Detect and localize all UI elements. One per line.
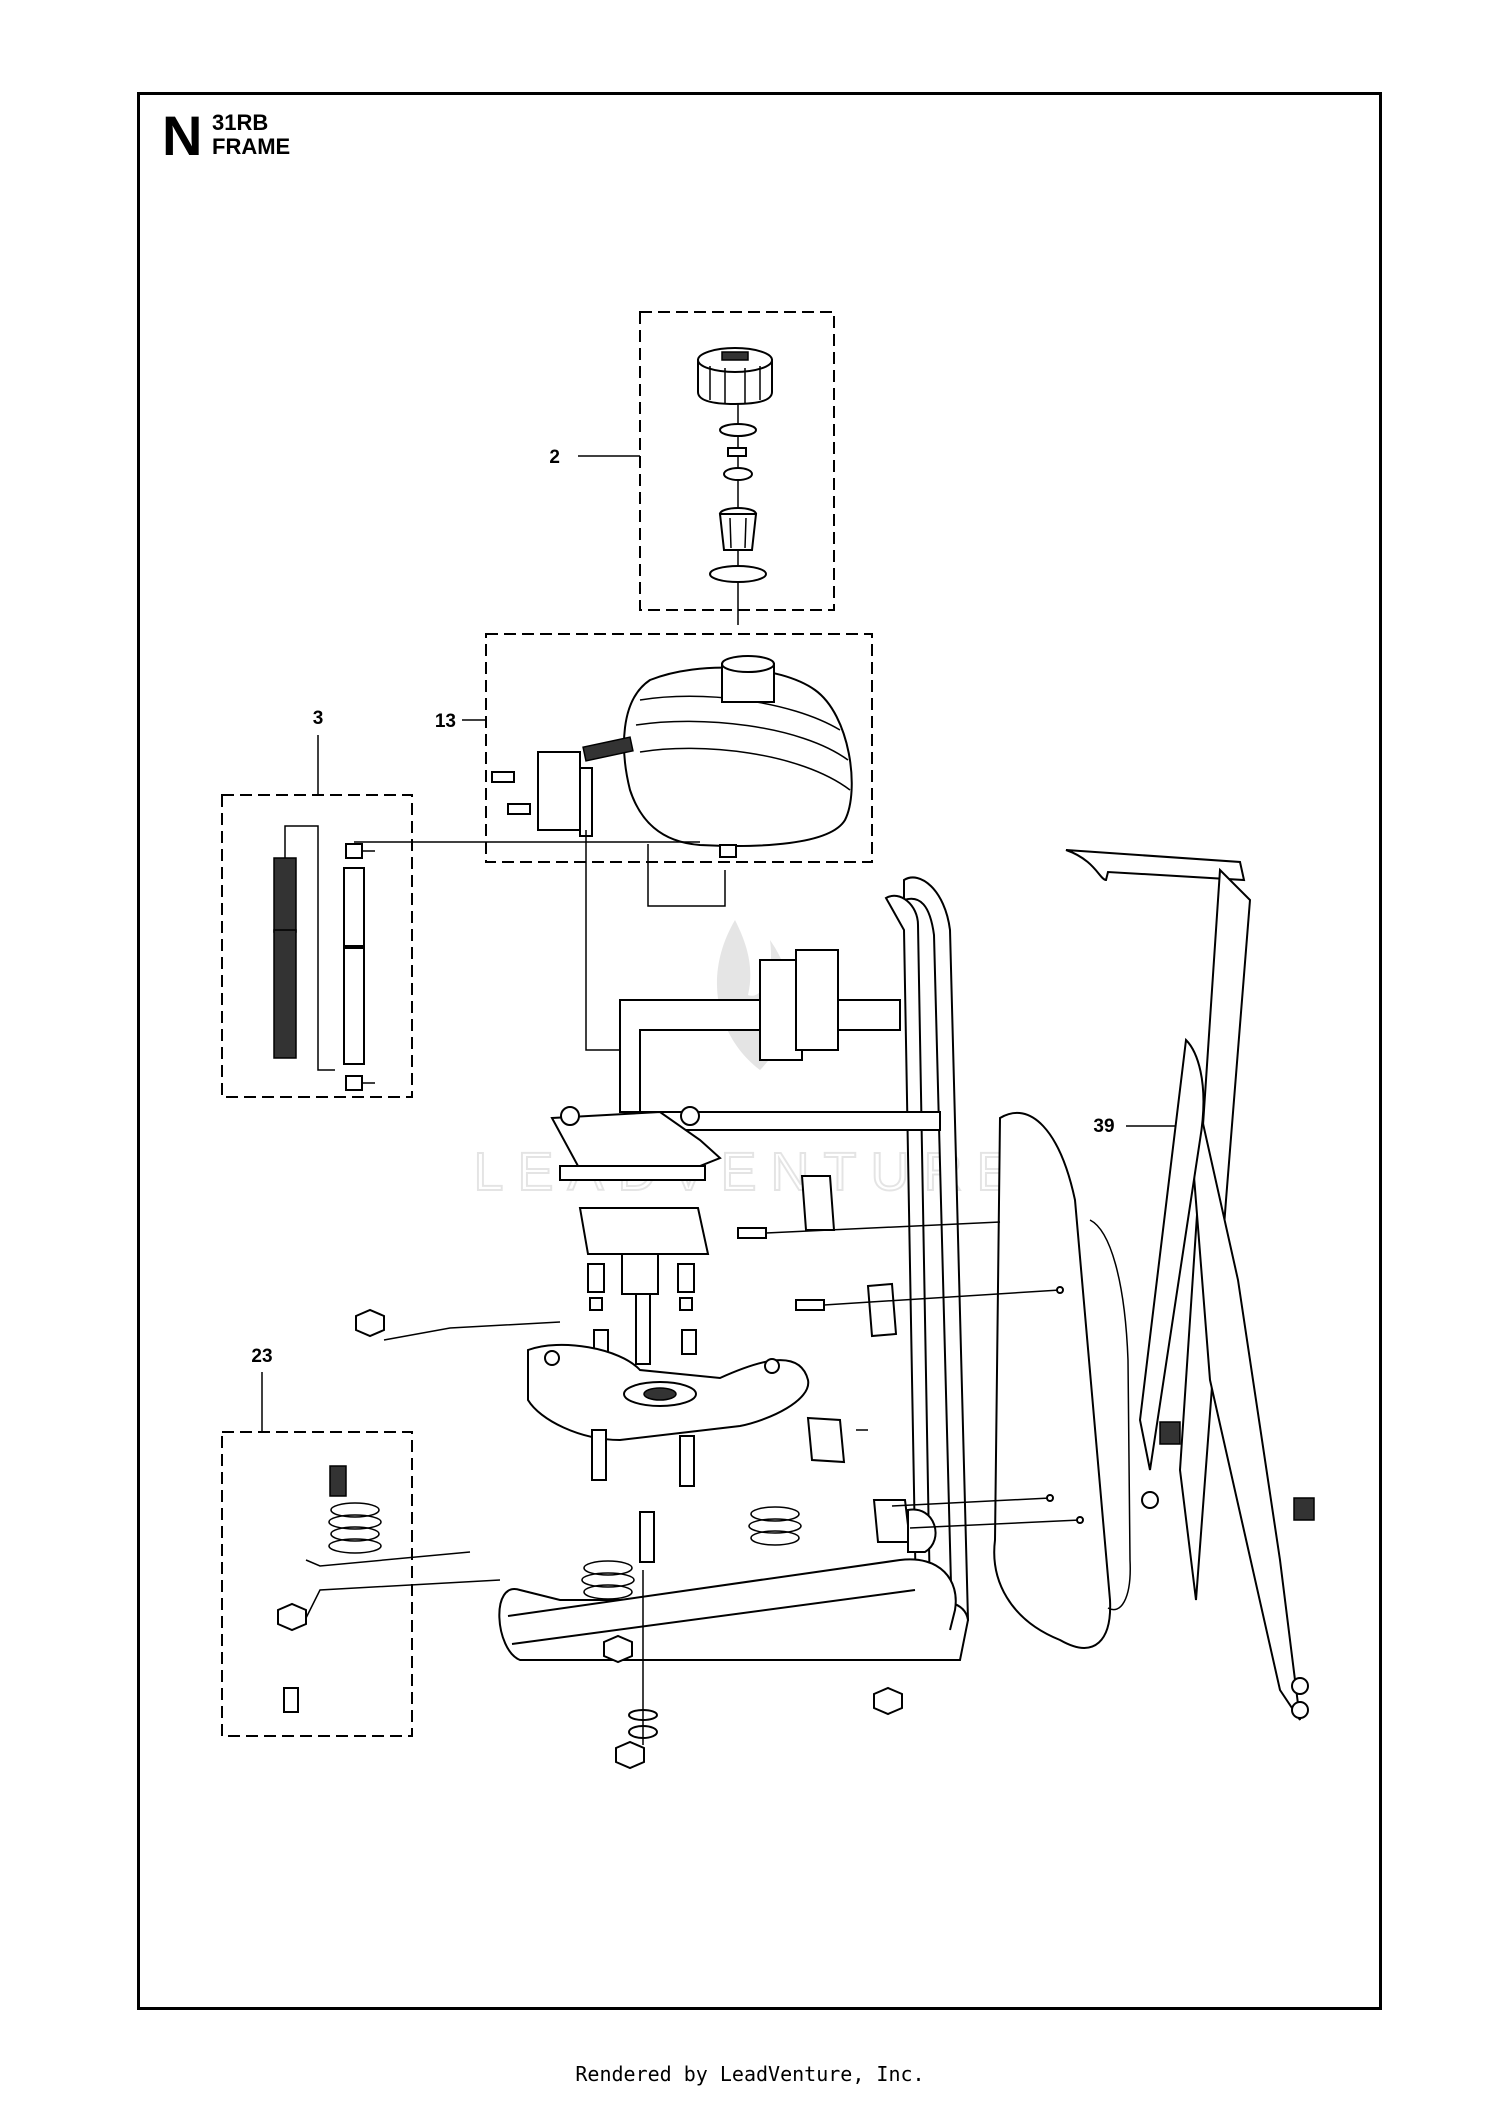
callout-group-3: 13: [435, 633, 873, 863]
callout-group-39: 39: [1065, 849, 1315, 1721]
callout-label-3[interactable]: 13: [435, 711, 456, 732]
callout-group-13: 3: [221, 708, 413, 1098]
damper-rubber: [343, 843, 375, 1091]
tank-seal-ring: [709, 565, 767, 583]
fuel-filter-basket: [718, 507, 758, 551]
group-box-23: [221, 1431, 413, 1737]
damper-spring: [273, 825, 335, 1071]
bolt: [591, 1429, 607, 1481]
callout-label-2[interactable]: 2: [549, 447, 560, 468]
mount-bolts: [587, 1263, 697, 1355]
fuel-cap: [697, 347, 773, 406]
cap-washer: [723, 467, 753, 481]
vibration-plate: [578, 1207, 710, 1365]
group-box-2: [639, 311, 835, 611]
callout-group-2: 2: [549, 311, 835, 625]
bolt: [679, 1435, 695, 1487]
group-box-13: [221, 794, 413, 1098]
callout-group-23: 23: [221, 1346, 413, 1737]
tank-mounting-bracket: [537, 736, 634, 837]
callout-label-39[interactable]: 39: [1093, 1116, 1114, 1137]
cap-clip: [727, 447, 747, 457]
callout-label-13[interactable]: 3: [313, 708, 324, 729]
nut: [277, 1602, 307, 1632]
bolt: [283, 1687, 299, 1713]
engine-mount-plate: [550, 1106, 722, 1181]
section-title: FRAME: [212, 134, 291, 159]
section-letter: N: [162, 104, 203, 167]
swivel-plate: [527, 1343, 810, 1442]
tank-bracket-screw: [507, 803, 531, 815]
tube-clamp: [737, 1175, 937, 1553]
fuel-tank: [623, 655, 853, 858]
footer-credit: Rendered by LeadVenture, Inc.: [575, 2062, 925, 2086]
lower-spring: [328, 1465, 382, 1554]
callout-label-23[interactable]: 23: [251, 1346, 272, 1367]
bolt: [639, 1511, 655, 1563]
suspension-spring: [581, 1506, 802, 1600]
diagram-border: [137, 92, 1382, 2010]
cap-gasket: [719, 423, 757, 437]
model-code: 31RB: [212, 110, 269, 135]
back-pad: [993, 1112, 1131, 1649]
tank-bracket-screw: [491, 771, 515, 783]
harness-strap: [1065, 849, 1315, 1721]
